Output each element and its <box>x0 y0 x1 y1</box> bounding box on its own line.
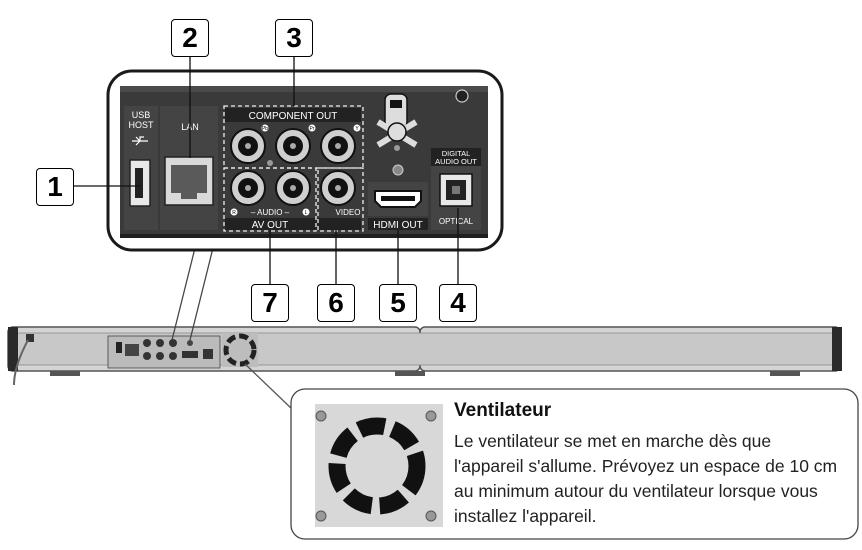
audio-l-marker: L <box>305 210 308 216</box>
rca-jack-pb <box>230 128 266 164</box>
lan-port-group: LAN <box>160 106 218 230</box>
hdmi-out-label: HDMI OUT <box>373 220 422 231</box>
fan-info-title: Ventilateur <box>454 400 552 421</box>
hdmi-out-group: HDMI OUT <box>368 164 428 231</box>
fan-plug-icon <box>376 93 418 151</box>
y-marker: Y <box>355 126 359 132</box>
rca-jack-pr <box>275 128 311 164</box>
audio-label: – AUDIO – <box>251 208 290 217</box>
rca-jack-audio-r <box>230 170 266 206</box>
player-mini-panel <box>107 335 221 369</box>
rca-jack-video <box>320 170 356 206</box>
component-out-label: COMPONENT OUT <box>249 111 338 122</box>
leader-lines <box>74 56 459 285</box>
callout-1: 1 <box>36 168 74 206</box>
rca-jack-y <box>320 128 356 164</box>
video-label: VIDEO <box>336 208 361 217</box>
callout-4: 4 <box>439 284 477 322</box>
zoom-connector-left <box>171 243 197 341</box>
pr-marker: Pr <box>310 126 315 132</box>
av-out-group: R – AUDIO – L AV OUT <box>225 170 361 231</box>
audio-dashed-box <box>223 167 317 232</box>
callout-7: 7 <box>251 284 289 322</box>
video-dashed-box <box>317 167 364 232</box>
component-dashed-box <box>223 105 364 169</box>
player-fan-grille <box>222 333 258 367</box>
video-out-group: VIDEO <box>320 170 361 217</box>
callout-2: 2 <box>171 19 209 57</box>
fan-info-text: Le ventilateur se met en marche dès que … <box>454 431 838 526</box>
fan-blade-ring <box>328 417 426 515</box>
zoom-connector-right <box>189 243 215 341</box>
component-out-group: COMPONENT OUT Pb Pr Y <box>225 108 361 166</box>
callout-6: 6 <box>317 284 355 322</box>
usb-icon <box>132 136 148 146</box>
player-body <box>7 326 842 386</box>
callout-5: 5 <box>379 284 417 322</box>
pb-marker: Pb <box>262 126 268 132</box>
callout-3: 3 <box>275 19 313 57</box>
audio-r-marker: R <box>232 210 236 216</box>
optical-label: OPTICAL <box>439 217 474 226</box>
av-out-label: AV OUT <box>252 220 288 231</box>
fan-info-box <box>290 388 859 540</box>
rca-jack-audio-l <box>275 170 311 206</box>
